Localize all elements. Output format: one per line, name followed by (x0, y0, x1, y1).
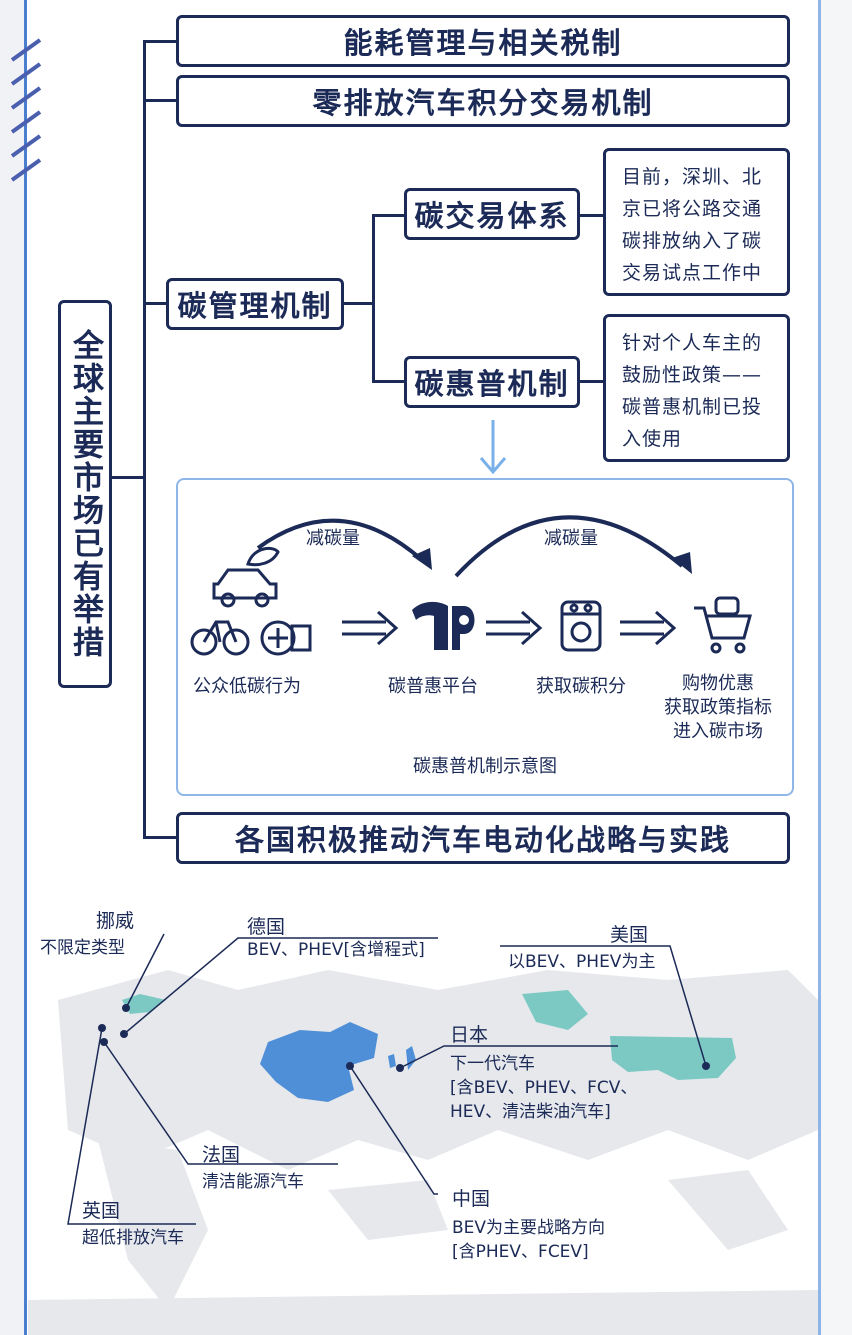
energy-box: 能耗管理与相关税制 (176, 15, 790, 67)
alaska-shape (522, 990, 588, 1030)
note-line: 碳普惠机制已投 (622, 396, 763, 418)
zev-box: 零排放汽车积分交易机制 (176, 75, 790, 127)
china-desc-line: [含PHEV、FCEV] (452, 1242, 589, 1262)
down-arrow-icon (479, 420, 507, 475)
frame-border-right (818, 0, 821, 1335)
arc-arrow-icon (454, 515, 692, 578)
step4-line: 获取政策指标 (664, 697, 772, 718)
usa-desc: 以BEV、PHEV为主 (508, 952, 656, 972)
uk-name: 英国 (82, 1200, 121, 1222)
connector-carbon (143, 302, 166, 305)
usa-name: 美国 (610, 924, 649, 946)
connector-carbon-right (344, 302, 374, 305)
note-line: 交易试点工作中 (622, 262, 763, 284)
france-desc: 清洁能源汽车 (202, 1172, 304, 1192)
note-line: 目前，深圳、北 (622, 166, 763, 188)
trading-note: 目前，深圳、北 京已将公路交通 碳排放纳入了碳 交易试点工作中 (603, 148, 790, 296)
connector-inclusive-note (580, 380, 604, 383)
japan-desc-line: HEV、清洁柴油汽车] (450, 1102, 611, 1122)
connector-trading-note (580, 214, 604, 217)
note-line: 入使用 (622, 428, 683, 450)
germany-desc: BEV、PHEV[含增程式] (247, 940, 425, 960)
trading-box: 碳交易体系 (404, 188, 580, 240)
norway-name: 挪威 (96, 910, 135, 932)
step2-label: 碳普惠平台 (388, 676, 478, 697)
carbon-inclusive-diagram: 减碳量 减碳量 (176, 478, 794, 796)
china-name: 中国 (452, 1188, 491, 1210)
korea-shape (388, 1054, 396, 1068)
china-shape (260, 1022, 378, 1102)
step4-label: 购物优惠 获取政策指标 进入碳市场 (648, 672, 788, 744)
japan-desc-line: 下一代汽车 (450, 1054, 535, 1074)
step1-label: 公众低碳行为 (193, 676, 301, 697)
japan-desc-line: [含BEV、PHEV、FCV、 (450, 1078, 638, 1098)
outer-margin-right (821, 0, 852, 1335)
platform-logo-icon (412, 601, 475, 650)
step3-label: 获取碳积分 (536, 676, 626, 697)
connector-ev (143, 836, 176, 839)
note-line: 鼓励性政策—— (622, 364, 763, 386)
arc-label-2: 减碳量 (544, 528, 598, 549)
low-carbon-behavior-icon (190, 546, 312, 656)
norway-shape (122, 994, 166, 1014)
germany-name: 德国 (247, 916, 286, 938)
decorative-stripes (10, 38, 42, 182)
connector-inclusive (372, 380, 404, 383)
shopping-cart-icon (694, 596, 752, 654)
inclusive-note: 针对个人车主的 鼓励性政策—— 碳普惠机制已投 入使用 (603, 314, 790, 462)
main-label-box: 全球主要市场已有举措 (58, 300, 112, 688)
china-desc: BEV为主要战略方向 [含PHEV、FCEV] (452, 1216, 605, 1264)
world-map (28, 933, 818, 1335)
carbon-credit-jar-icon (560, 600, 602, 652)
uk-desc: 超低排放汽车 (82, 1228, 184, 1248)
note-line: 碳排放纳入了碳 (622, 230, 763, 252)
double-arrow-icon (342, 610, 399, 646)
connector-energy (143, 40, 176, 43)
connector-main (112, 476, 144, 479)
frame-border-left (24, 0, 27, 1335)
outer-margin-left (0, 0, 24, 1335)
connector-trunk (143, 40, 146, 838)
double-arrow-icon (620, 610, 677, 646)
arc-arrow-icon (256, 518, 432, 570)
step4-line: 购物优惠 (682, 673, 754, 694)
carbon-mgmt-box: 碳管理机制 (166, 278, 344, 330)
france-name: 法国 (202, 1144, 241, 1166)
arc-label-1: 减碳量 (306, 528, 360, 549)
china-desc-line: BEV为主要战略方向 (452, 1218, 606, 1238)
note-line: 针对个人车主的 (622, 332, 763, 354)
inclusive-box: 碳惠普机制 (404, 356, 580, 408)
step4-line: 进入碳市场 (673, 721, 763, 742)
japan-desc: 下一代汽车 [含BEV、PHEV、FCV、 HEV、清洁柴油汽车] (450, 1052, 637, 1124)
double-arrow-icon (486, 610, 543, 646)
note-line: 京已将公路交通 (622, 198, 763, 220)
japan-name: 日本 (450, 1024, 489, 1046)
norway-desc: 不限定类型 (40, 938, 125, 958)
connector-trading (372, 214, 404, 217)
diagram-caption: 碳惠普机制示意图 (413, 756, 557, 777)
connector-carbon-vertical (372, 214, 375, 382)
connector-zev (143, 99, 176, 102)
ev-strategy-box: 各国积极推动汽车电动化战略与实践 (176, 812, 790, 864)
